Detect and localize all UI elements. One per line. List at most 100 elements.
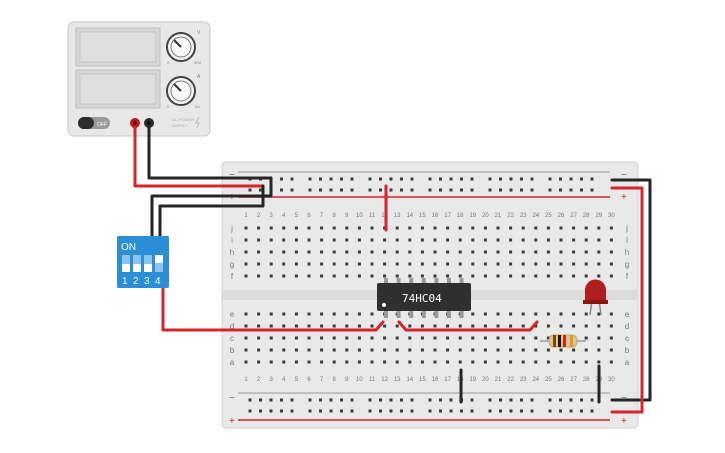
breadboard-hole[interactable] bbox=[332, 336, 336, 340]
breadboard-hole[interactable] bbox=[609, 238, 613, 242]
breadboard-hole[interactable] bbox=[446, 226, 450, 230]
rail-hole[interactable] bbox=[400, 398, 403, 402]
rail-hole[interactable] bbox=[389, 177, 393, 181]
breadboard-hole[interactable] bbox=[521, 250, 525, 254]
rail-hole[interactable] bbox=[439, 177, 442, 181]
rail-hole[interactable] bbox=[329, 409, 333, 413]
breadboard-hole[interactable] bbox=[282, 250, 286, 254]
breadboard-hole[interactable] bbox=[584, 238, 588, 242]
rail-hole[interactable] bbox=[470, 409, 474, 413]
rail-hole[interactable] bbox=[340, 409, 343, 413]
breadboard-hole[interactable] bbox=[370, 226, 374, 230]
breadboard-hole[interactable] bbox=[320, 336, 324, 340]
breadboard-hole[interactable] bbox=[244, 238, 248, 242]
rail-hole[interactable] bbox=[509, 409, 513, 413]
breadboard-hole[interactable] bbox=[446, 250, 450, 254]
breadboard-hole[interactable] bbox=[307, 250, 311, 254]
breadboard-hole[interactable] bbox=[471, 360, 475, 364]
breadboard-hole[interactable] bbox=[496, 274, 500, 278]
breadboard-hole[interactable] bbox=[559, 312, 563, 316]
breadboard-hole[interactable] bbox=[572, 226, 576, 230]
breadboard-hole[interactable] bbox=[458, 262, 462, 266]
breadboard-hole[interactable] bbox=[597, 274, 601, 278]
breadboard-hole[interactable] bbox=[609, 274, 613, 278]
rail-hole[interactable] bbox=[439, 188, 442, 192]
rail-hole[interactable] bbox=[488, 177, 492, 181]
rail-hole[interactable] bbox=[460, 409, 463, 413]
breadboard-hole[interactable] bbox=[609, 360, 613, 364]
breadboard-hole[interactable] bbox=[395, 238, 399, 242]
breadboard-hole[interactable] bbox=[597, 238, 601, 242]
rail-hole[interactable] bbox=[590, 409, 594, 413]
breadboard-hole[interactable] bbox=[420, 360, 424, 364]
breadboard-hole[interactable] bbox=[446, 324, 450, 328]
breadboard-hole[interactable] bbox=[546, 226, 550, 230]
breadboard-hole[interactable] bbox=[572, 250, 576, 254]
breadboard-hole[interactable] bbox=[345, 324, 349, 328]
rail-hole[interactable] bbox=[470, 398, 474, 402]
breadboard-hole[interactable] bbox=[282, 336, 286, 340]
rail-hole[interactable] bbox=[248, 398, 252, 402]
breadboard-hole[interactable] bbox=[395, 250, 399, 254]
breadboard-hole[interactable] bbox=[546, 312, 550, 316]
breadboard-hole[interactable] bbox=[433, 360, 437, 364]
breadboard-hole[interactable] bbox=[496, 360, 500, 364]
breadboard-hole[interactable] bbox=[269, 348, 273, 352]
rail-hole[interactable] bbox=[580, 409, 583, 413]
breadboard-hole[interactable] bbox=[383, 348, 387, 352]
breadboard-hole[interactable] bbox=[509, 312, 513, 316]
breadboard-hole[interactable] bbox=[370, 238, 374, 242]
breadboard-hole[interactable] bbox=[446, 360, 450, 364]
rail-hole[interactable] bbox=[449, 188, 453, 192]
breadboard-hole[interactable] bbox=[534, 262, 538, 266]
rail-hole[interactable] bbox=[499, 409, 502, 413]
breadboard-hole[interactable] bbox=[282, 274, 286, 278]
rail-hole[interactable] bbox=[449, 177, 453, 181]
breadboard-hole[interactable] bbox=[332, 324, 336, 328]
dip-slot-1[interactable] bbox=[122, 255, 130, 272]
breadboard-hole[interactable] bbox=[320, 348, 324, 352]
breadboard-hole[interactable] bbox=[395, 360, 399, 364]
rail-hole[interactable] bbox=[350, 177, 354, 181]
rail-hole[interactable] bbox=[259, 188, 262, 192]
breadboard-hole[interactable] bbox=[307, 324, 311, 328]
rail-hole[interactable] bbox=[488, 398, 492, 402]
rail-hole[interactable] bbox=[290, 409, 294, 413]
rail-hole[interactable] bbox=[428, 398, 432, 402]
rail-hole[interactable] bbox=[499, 188, 502, 192]
breadboard-hole[interactable] bbox=[534, 226, 538, 230]
breadboard-hole[interactable] bbox=[458, 238, 462, 242]
breadboard-hole[interactable] bbox=[584, 336, 588, 340]
breadboard-hole[interactable] bbox=[546, 274, 550, 278]
rail-hole[interactable] bbox=[460, 188, 463, 192]
rail-hole[interactable] bbox=[548, 188, 552, 192]
breadboard-hole[interactable] bbox=[370, 262, 374, 266]
breadboard-hole[interactable] bbox=[244, 312, 248, 316]
breadboard-hole[interactable] bbox=[458, 336, 462, 340]
breadboard-hole[interactable] bbox=[408, 274, 412, 278]
breadboard-hole[interactable] bbox=[269, 336, 273, 340]
breadboard-hole[interactable] bbox=[546, 348, 550, 352]
breadboard-hole[interactable] bbox=[433, 324, 437, 328]
breadboard-hole[interactable] bbox=[257, 274, 261, 278]
breadboard-hole[interactable] bbox=[471, 312, 475, 316]
breadboard-hole[interactable] bbox=[509, 324, 513, 328]
breadboard-hole[interactable] bbox=[307, 312, 311, 316]
breadboard-hole[interactable] bbox=[609, 312, 613, 316]
breadboard-hole[interactable] bbox=[244, 274, 248, 278]
breadboard-hole[interactable] bbox=[496, 250, 500, 254]
breadboard-hole[interactable] bbox=[521, 226, 525, 230]
rail-hole[interactable] bbox=[559, 398, 562, 402]
breadboard-hole[interactable] bbox=[395, 226, 399, 230]
breadboard-hole[interactable] bbox=[282, 262, 286, 266]
rail-hole[interactable] bbox=[280, 188, 283, 192]
breadboard-hole[interactable] bbox=[345, 262, 349, 266]
breadboard-hole[interactable] bbox=[458, 348, 462, 352]
breadboard-hole[interactable] bbox=[496, 336, 500, 340]
rail-hole[interactable] bbox=[520, 177, 523, 181]
breadboard-hole[interactable] bbox=[282, 226, 286, 230]
rail-hole[interactable] bbox=[439, 398, 442, 402]
rail-hole[interactable] bbox=[530, 188, 534, 192]
rail-hole[interactable] bbox=[509, 398, 513, 402]
breadboard-hole[interactable] bbox=[345, 250, 349, 254]
